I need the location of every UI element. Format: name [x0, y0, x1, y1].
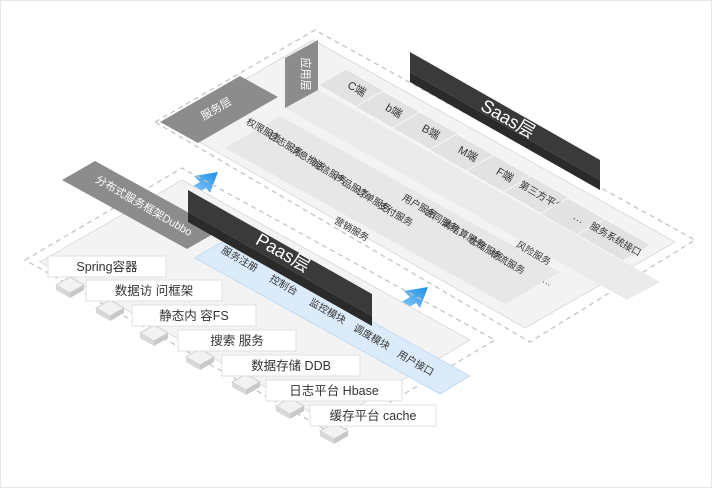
- stack-label: 日志平台 Hbase: [289, 383, 379, 398]
- paas-title-bar: Paas层: [188, 190, 372, 326]
- stack-item: 日志平台 Hbase: [265, 379, 403, 419]
- stack-label: 缓存平台 cache: [330, 408, 417, 423]
- stack-list: Spring容器 数据访 问框架 静态内 容FS 搜索 服务: [47, 255, 437, 444]
- paas-module-band: [194, 239, 471, 395]
- saas-outline: [153, 29, 697, 343]
- stack-item: Spring容器: [47, 255, 167, 298]
- stack-item: 搜索 服务: [177, 329, 297, 370]
- service-layer-tab: 服务层: [160, 76, 278, 143]
- stack-label: 数据访 问框架: [115, 283, 193, 298]
- stack-label: 数据存储 DDB: [251, 358, 331, 373]
- saas-app-tiles: C端 b端 B端 M端 F端 第三方平台: [316, 68, 653, 262]
- app-layer-tab: 应用层: [285, 40, 318, 108]
- stack-item: 数据存储 DDB: [221, 354, 361, 395]
- stack-item: 缓存平台 cache: [309, 404, 437, 444]
- stack-label: 静态内 容FS: [159, 308, 228, 323]
- stack-item: 静态内 容FS: [131, 304, 257, 346]
- app-label: …: [571, 210, 587, 226]
- stack-label: Spring容器: [76, 259, 138, 274]
- stack-item: 数据访 问框架: [85, 279, 223, 321]
- app-tile-service-interface: 服务系统接口: [575, 218, 653, 262]
- saas-service-band: [225, 116, 560, 304]
- saas-layer: C端 b端 B端 M端 F端 第三方平台: [153, 29, 697, 343]
- app-layer-label: 应用层: [299, 58, 313, 91]
- paas-layer: 服务注册 控制台 监控模块 调度模块 用户接口 分布式服务框架Dubbo Paa…: [23, 161, 497, 436]
- saas-app-band: [285, 90, 660, 300]
- stack-label: 搜索 服务: [210, 333, 263, 348]
